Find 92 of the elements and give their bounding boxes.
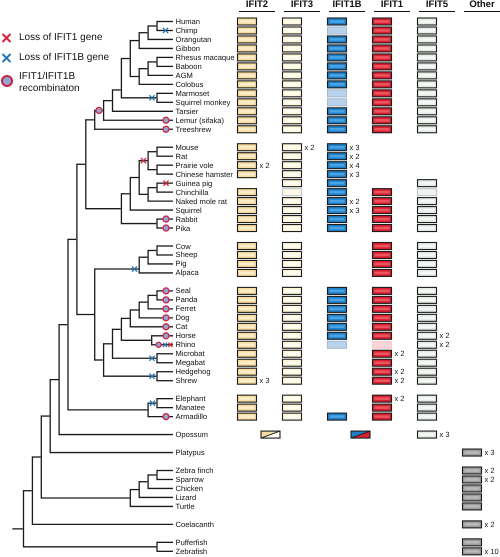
tree-branch bbox=[121, 222, 156, 224]
tree-branch bbox=[157, 398, 173, 400]
tree-branch bbox=[76, 314, 94, 316]
tree-branch bbox=[130, 326, 173, 328]
tree-branch bbox=[157, 371, 173, 372]
tree-branch bbox=[157, 470, 173, 472]
tree-branch bbox=[112, 358, 156, 359]
tree-branch bbox=[139, 496, 173, 498]
tree-branch bbox=[59, 434, 173, 436]
tree-branch bbox=[104, 120, 173, 121]
tree-branch bbox=[157, 66, 173, 68]
tree-branch bbox=[139, 272, 173, 274]
tree-branch bbox=[157, 407, 173, 408]
tree-branch bbox=[139, 301, 148, 303]
tree-branch bbox=[121, 193, 130, 194]
column-header: IFIT1B bbox=[329, 0, 365, 12]
tree-branch bbox=[94, 128, 173, 130]
column-header: IFIT3 bbox=[284, 0, 320, 12]
tree-branch bbox=[157, 254, 173, 256]
tree-branch bbox=[148, 263, 173, 265]
tree-branch bbox=[59, 324, 68, 326]
tree-branch bbox=[157, 174, 173, 175]
legend-label: Loss of IFIT1 gene bbox=[19, 32, 104, 44]
tree-branch bbox=[50, 452, 173, 454]
tree-branch bbox=[12, 528, 23, 530]
tree-branch bbox=[139, 48, 173, 50]
tree-branch bbox=[121, 97, 156, 98]
tree-branch bbox=[86, 119, 94, 120]
tree-branch bbox=[157, 362, 173, 364]
tree-branch bbox=[148, 169, 156, 170]
tree-branch bbox=[104, 100, 112, 102]
tree-branch bbox=[157, 30, 173, 32]
column-header: IFIT2 bbox=[239, 0, 275, 12]
tree-branch bbox=[148, 488, 173, 490]
column-header: Other bbox=[464, 0, 500, 12]
tree-branch bbox=[157, 353, 173, 354]
tree-branch bbox=[50, 378, 58, 380]
tree-branch bbox=[148, 151, 156, 152]
tree-branch bbox=[24, 490, 32, 492]
tree-branch bbox=[157, 191, 173, 193]
tree-branch bbox=[157, 380, 173, 382]
tree-branch bbox=[157, 542, 173, 543]
tree-branch bbox=[68, 409, 148, 411]
tree-branch bbox=[148, 308, 173, 310]
tree-branch bbox=[157, 20, 173, 22]
tree-branch bbox=[112, 328, 121, 330]
tree-branch bbox=[148, 200, 173, 202]
tree-branch bbox=[157, 164, 173, 166]
tree-branch bbox=[148, 294, 156, 296]
tree-branch bbox=[41, 497, 130, 499]
tree-branch bbox=[152, 344, 173, 346]
tree-branch bbox=[148, 38, 173, 40]
tree-branch bbox=[68, 238, 76, 240]
tree-branch bbox=[139, 194, 148, 196]
tree-branch bbox=[121, 340, 151, 341]
tree-branch bbox=[139, 32, 148, 34]
tree-branch bbox=[157, 182, 173, 184]
tree-branch bbox=[157, 92, 173, 94]
tree-branch bbox=[157, 478, 173, 480]
tree-branch bbox=[157, 146, 173, 148]
legend-label: Loss of IFIT1B gene bbox=[19, 52, 110, 64]
tree-branch bbox=[139, 317, 173, 318]
column-header: IFIT1 bbox=[374, 0, 410, 12]
tree-branch bbox=[86, 208, 121, 210]
tree-branch bbox=[157, 102, 173, 103]
tree-branch bbox=[157, 227, 173, 229]
tree-branch bbox=[76, 164, 86, 165]
tree-branch bbox=[139, 68, 148, 70]
tree-branch bbox=[157, 550, 173, 552]
tree-branch bbox=[130, 209, 173, 211]
tree-branch bbox=[157, 218, 173, 220]
tree-branch bbox=[152, 335, 173, 336]
tree-branch bbox=[24, 546, 156, 548]
tree-branch bbox=[139, 84, 173, 85]
tree-branch bbox=[148, 416, 173, 418]
tree-branch bbox=[157, 245, 173, 247]
tree-branch bbox=[157, 56, 173, 58]
tree-branch bbox=[148, 186, 156, 188]
legend-label: IFIT1/IFIT1B recombinaton bbox=[19, 71, 81, 95]
tree-branch bbox=[130, 506, 173, 508]
tree-branch bbox=[32, 524, 173, 526]
tree-branch bbox=[104, 376, 156, 377]
tree-branch bbox=[94, 268, 138, 270]
tree-branch bbox=[148, 74, 173, 76]
tree-branch bbox=[157, 290, 173, 292]
tree-branch bbox=[157, 156, 173, 157]
tree-branch bbox=[139, 481, 148, 482]
tree-branch bbox=[104, 343, 112, 344]
tree-branch bbox=[139, 256, 148, 258]
tree-branch bbox=[157, 299, 173, 301]
tree-branch bbox=[112, 110, 173, 112]
column-header: IFIT5 bbox=[419, 0, 455, 12]
